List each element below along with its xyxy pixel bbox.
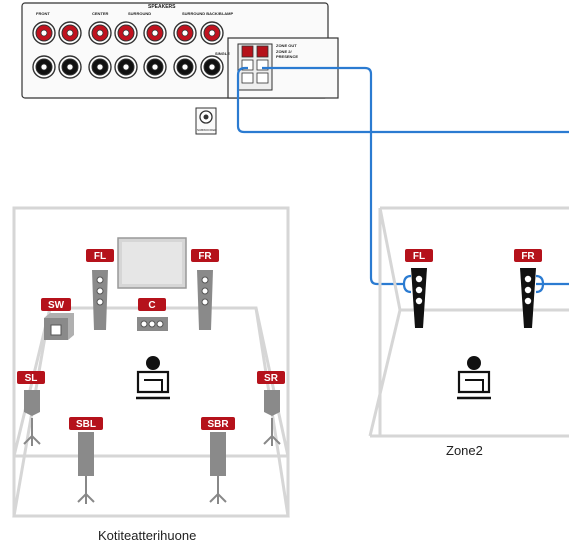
badge-fl-label: FL [94, 251, 106, 262]
badge-c: C [138, 298, 166, 311]
zone2-listener-chair-icon [457, 356, 491, 400]
surround-right-speaker [263, 390, 281, 446]
zone2-room [368, 206, 569, 438]
badge-c-label: C [148, 300, 155, 311]
badge-fl: FL [86, 249, 114, 262]
panel-label-surround-back: SURROUND BACK/BI-AMP [182, 11, 233, 16]
badge-sl-label: SL [25, 373, 38, 384]
surround-back-left-speaker [77, 432, 95, 504]
badge-sbr-label: SBR [207, 419, 229, 430]
panel-header: SPEAKERS [148, 4, 176, 10]
badge-zone2-fr: FR [514, 249, 542, 262]
receiver-panel: SPEAKERS FRONT CENTER SURROUND SURROUND … [21, 2, 339, 135]
front-right-speaker [197, 270, 213, 330]
subwoofer-label: SUBWOOFER [197, 128, 218, 132]
badge-fr-label: FR [198, 251, 212, 262]
badge-zone2-fl-label: FL [413, 251, 425, 262]
badge-zone2-fr-label: FR [521, 251, 535, 262]
speaker-terminal-pair [173, 21, 197, 79]
speaker-terminal-pair [58, 21, 82, 79]
panel-zone-line-3: PRESENCE [276, 54, 298, 59]
badge-sbl-label: SBL [76, 419, 96, 430]
badge-sr: SR [257, 371, 285, 384]
panel-label-surround: SURROUND [128, 11, 151, 16]
surround-back-right-speaker [209, 432, 227, 504]
surround-left-speaker [23, 390, 41, 446]
badge-sr-label: SR [264, 373, 279, 384]
panel-label-single: SINGLE [215, 51, 230, 56]
badge-sw-label: SW [48, 300, 65, 311]
badge-zone2-fl: FL [405, 249, 433, 262]
panel-zone-line-2: ZONE 2/ [276, 49, 292, 54]
speaker-terminal-pair [88, 21, 112, 79]
front-left-speaker [92, 270, 108, 330]
speaker-terminal-pair [32, 21, 56, 79]
badge-sl: SL [17, 371, 45, 384]
listener-chair-icon [136, 356, 170, 400]
speaker-terminal-pair [114, 21, 138, 79]
wire-zone2-fl [236, 66, 569, 134]
badge-sbl: SBL [69, 417, 103, 430]
badge-sbr: SBR [201, 417, 235, 430]
zone2-front-left-speaker [411, 268, 427, 328]
zone2-fr-wire-loop [535, 274, 545, 294]
zone2-caption: Zone2 [446, 443, 483, 458]
panel-label-front: FRONT [36, 11, 50, 16]
zone2-fl-wire-loop [402, 274, 412, 294]
speaker-terminal-pair [143, 21, 167, 79]
badge-fr: FR [191, 249, 219, 262]
subwoofer-speaker [44, 313, 74, 340]
subwoofer-jack: SUBWOOFER [195, 107, 218, 135]
speaker-terminal-pair [200, 21, 224, 79]
speaker-wires [236, 66, 569, 286]
zone2-front-right-speaker [520, 268, 536, 328]
panel-zone-line-1: ZONE OUT [276, 43, 297, 48]
badge-sw: SW [41, 298, 71, 311]
zone-out-terminals [237, 43, 273, 91]
wire-zone2-fr [262, 66, 404, 286]
home-room-caption: Kotiteatterihuone [98, 528, 197, 543]
panel-label-center: CENTER [92, 11, 109, 16]
center-speaker [137, 317, 168, 331]
